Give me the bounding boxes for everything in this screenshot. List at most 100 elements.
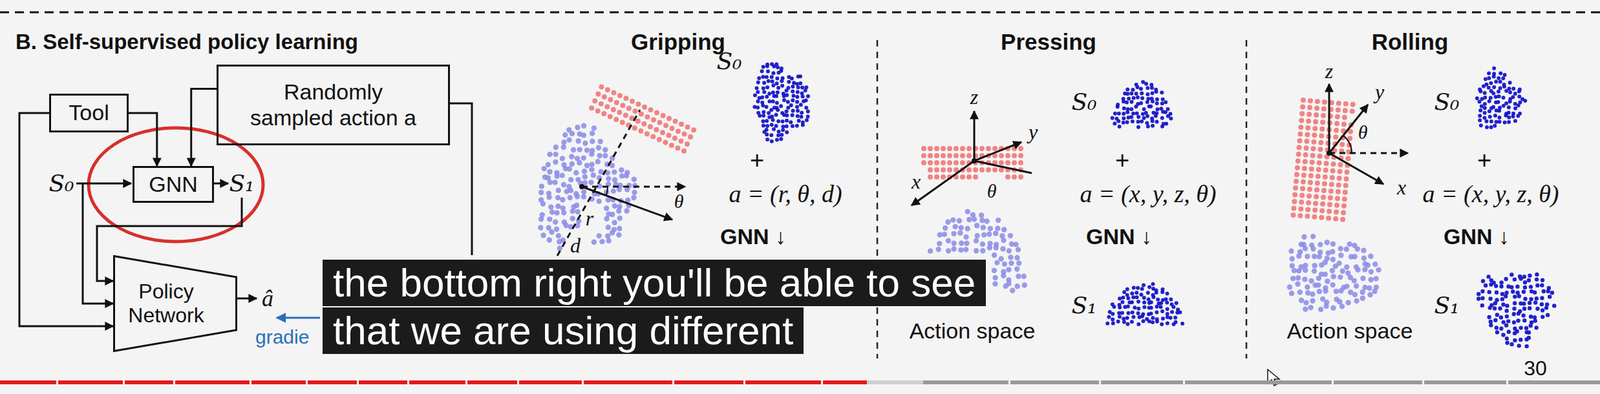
cloud-point <box>619 102 626 108</box>
cloud-point <box>648 107 654 113</box>
cloud-point <box>1523 98 1527 103</box>
cloud-point <box>1482 116 1487 121</box>
cloud-point <box>800 94 805 99</box>
cloud-point <box>799 115 804 119</box>
cloud-point <box>1298 206 1304 212</box>
cloud-point <box>965 208 971 214</box>
state-label: S₁ <box>228 171 255 196</box>
cloud-point <box>1173 316 1178 320</box>
cloud-point <box>1506 319 1511 324</box>
cloud-point <box>1309 166 1315 172</box>
cloud-point <box>1488 81 1493 86</box>
cloud-point <box>1361 256 1367 262</box>
cloud-point <box>1130 320 1134 324</box>
cloud-point <box>674 145 681 151</box>
cloud-point <box>1510 95 1515 99</box>
cloud-point <box>1528 297 1533 302</box>
cloud-point <box>1289 256 1295 262</box>
cloud-point <box>1311 263 1317 269</box>
cloud-point <box>1308 278 1314 284</box>
cloud-point <box>945 238 951 244</box>
cloud-point <box>1105 321 1110 326</box>
point-cloud <box>1105 282 1185 327</box>
cloud-point <box>1145 85 1150 90</box>
cloud-point <box>616 208 622 214</box>
cloud-point <box>591 239 597 245</box>
cloud-point <box>1005 281 1012 287</box>
cloud-point <box>1139 119 1144 124</box>
cloud-point <box>570 208 576 214</box>
cloud-point <box>541 166 547 172</box>
cloud-point <box>1125 316 1130 320</box>
cloud-point <box>1482 95 1487 100</box>
cloud-point <box>1359 289 1365 295</box>
cloud-point <box>978 212 984 218</box>
cloud-point <box>1336 182 1342 188</box>
cloud-point <box>1480 303 1485 308</box>
cloud-point <box>591 125 597 131</box>
cloud-point <box>1133 104 1138 109</box>
cloud-point <box>1495 312 1500 317</box>
cloud-point <box>1146 124 1151 129</box>
cloud-point <box>1149 305 1154 310</box>
cloud-point <box>552 151 558 158</box>
cloud-point <box>1116 119 1121 124</box>
cloud-point <box>1009 288 1015 294</box>
chapter-gap <box>1331 380 1334 385</box>
cloud-point <box>1515 113 1520 118</box>
cloud-point <box>669 142 675 149</box>
axis-label: z <box>1325 60 1334 82</box>
cloud-point <box>1154 119 1159 124</box>
cloud-point <box>596 153 602 159</box>
cloud-point <box>806 94 811 99</box>
axis-line <box>1329 152 1408 155</box>
cloud-point <box>566 137 572 143</box>
cloud-point <box>1510 114 1515 119</box>
cloud-point <box>1501 76 1505 81</box>
chapter-gap <box>1098 380 1101 385</box>
cloud-point <box>1344 264 1350 270</box>
cloud-point <box>1320 201 1326 207</box>
cloud-point <box>1300 97 1306 103</box>
cloud-point <box>1155 107 1160 112</box>
axis-line <box>581 186 673 220</box>
cloud-point <box>1486 85 1491 90</box>
cloud-point <box>644 131 650 137</box>
cloud-point <box>1290 276 1296 282</box>
cloud-point <box>574 124 580 130</box>
cloud-point <box>947 167 953 173</box>
cloud-point <box>1302 159 1308 165</box>
cloud-point <box>1136 119 1141 124</box>
cloud-point <box>1522 318 1527 323</box>
cloud-point <box>1131 315 1136 320</box>
cloud-point <box>1160 124 1165 129</box>
cloud-point <box>1015 246 1021 253</box>
cloud-point <box>1484 125 1489 130</box>
cloud-point <box>1516 311 1521 316</box>
cloud-point <box>647 124 653 130</box>
cloud-point <box>631 176 637 182</box>
cloud-point <box>950 246 957 252</box>
cloud-point <box>554 210 560 216</box>
cloud-point <box>1513 91 1518 96</box>
cloud-point <box>1318 133 1324 139</box>
plus-sign: + <box>1115 148 1130 173</box>
cloud-point <box>559 172 565 178</box>
cloud-point <box>950 231 957 237</box>
cloud-point <box>1339 303 1345 310</box>
cloud-point <box>1125 322 1130 327</box>
cloud-point <box>1141 283 1146 288</box>
cloud-point <box>1318 307 1324 313</box>
cloud-point <box>1499 315 1504 320</box>
cloud-point <box>574 223 580 229</box>
cloud-point <box>1304 254 1310 260</box>
cloud-point <box>554 226 560 233</box>
cloud-point <box>1482 102 1487 107</box>
cloud-point <box>966 174 972 180</box>
cloud-point <box>561 210 567 216</box>
cloud-point <box>595 108 601 114</box>
cloud-point <box>1303 299 1309 306</box>
cloud-point <box>1144 82 1149 86</box>
cloud-point <box>998 153 1004 159</box>
cloud-point <box>1360 276 1366 282</box>
